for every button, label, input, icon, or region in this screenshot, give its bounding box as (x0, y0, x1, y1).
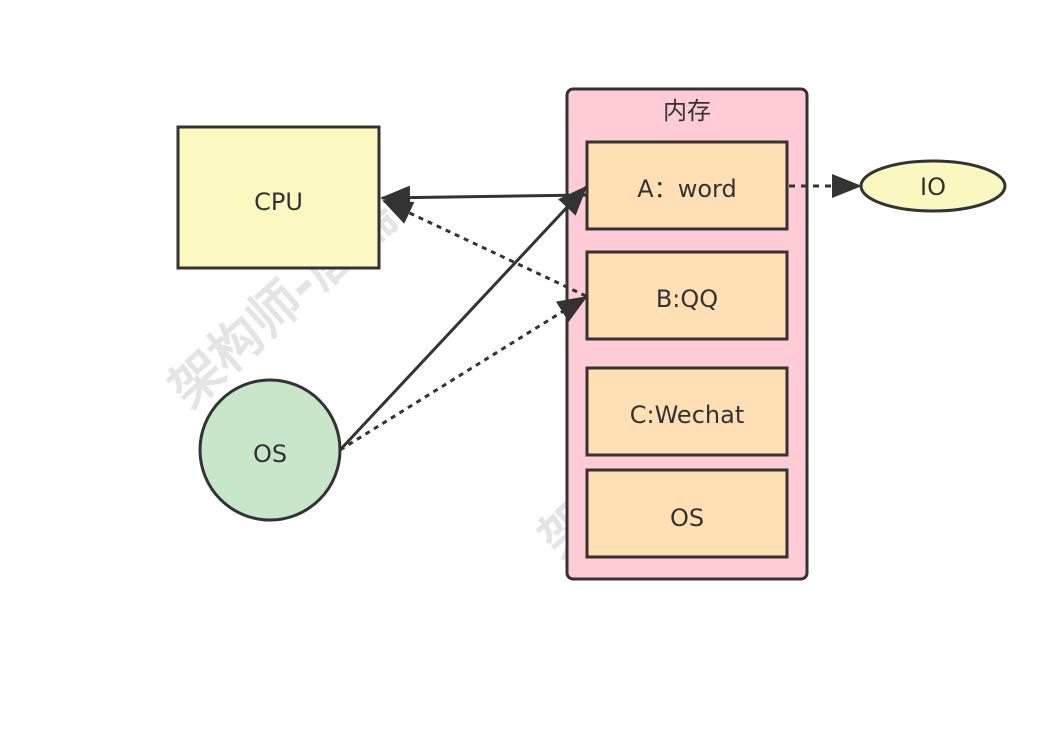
cpu-label: CPU (254, 188, 303, 216)
memory-container[interactable]: 内存 A：word B:QQ C:Wechat OS (565, 87, 809, 581)
edge-word-to-cpu (380, 185, 588, 210)
memory-slot-word[interactable]: A：word (585, 140, 789, 231)
edge-os-to-qq (339, 295, 588, 452)
memory-slot-qq[interactable]: B:QQ (585, 250, 789, 341)
memory-slot-os[interactable]: OS (585, 468, 789, 559)
os-process-label: OS (253, 440, 287, 468)
io-node[interactable]: IO (859, 159, 1007, 213)
memory-slot-label: A：word (637, 175, 736, 203)
memory-title: 内存 (663, 97, 711, 125)
edge-os-to-word (338, 185, 588, 452)
edge-qq-to-cpu (382, 199, 587, 298)
memory-slot-label: B:QQ (656, 285, 718, 313)
memory-slot-label: OS (670, 504, 704, 532)
os-process-node[interactable]: OS (198, 378, 342, 522)
io-label: IO (920, 173, 946, 201)
memory-slot-wechat[interactable]: C:Wechat (585, 366, 789, 457)
cpu-node[interactable]: CPU (176, 125, 381, 270)
memory-slot-label: C:Wechat (630, 401, 744, 429)
